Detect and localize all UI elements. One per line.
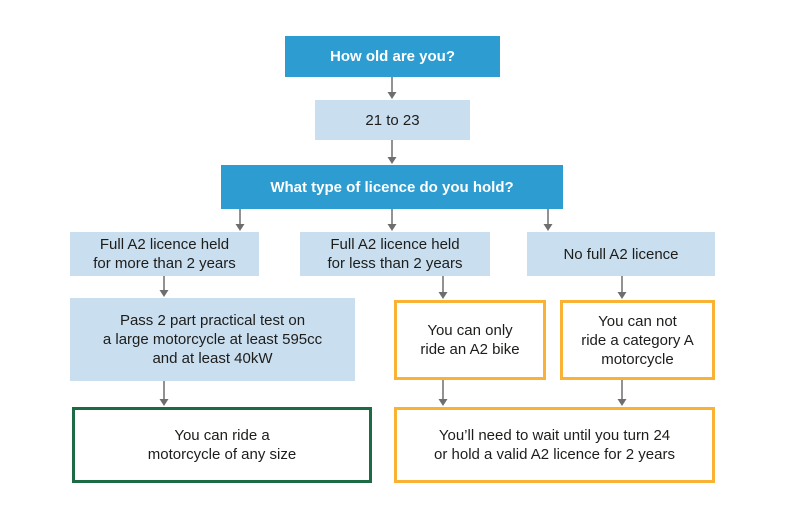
arrow-down-icon	[159, 276, 169, 297]
question-licence-box: What type of licence do you hold?	[221, 165, 563, 209]
arrow-down-icon	[617, 276, 627, 299]
arrow-down-icon	[543, 209, 553, 231]
arrow-down-icon	[387, 209, 397, 231]
question-age-box: How old are you?	[285, 36, 500, 77]
arrow-down-icon	[438, 380, 448, 406]
arrow-down-icon	[387, 77, 397, 99]
arrow-down-icon	[438, 276, 448, 299]
arrow-down-icon	[387, 140, 397, 164]
age-answer-box: 21 to 23	[315, 100, 470, 140]
outcome-a2-only-box: You can only ride an A2 bike	[394, 300, 546, 380]
arrow-down-icon	[159, 381, 169, 406]
branch-less-than-2-years-box: Full A2 licence held for less than 2 yea…	[300, 232, 490, 276]
outcome-no-category-a-box: You can not ride a category A motorcycle	[560, 300, 715, 380]
branch-more-than-2-years-box: Full A2 licence held for more than 2 yea…	[70, 232, 259, 276]
arrow-down-icon	[235, 209, 245, 231]
outcome-any-size-box: You can ride a motorcycle of any size	[72, 407, 372, 483]
outcome-wait-box: You’ll need to wait until you turn 24 or…	[394, 407, 715, 483]
arrow-down-icon	[617, 380, 627, 406]
branch-no-licence-box: No full A2 licence	[527, 232, 715, 276]
step-pass-test-box: Pass 2 part practical test on a large mo…	[70, 298, 355, 381]
